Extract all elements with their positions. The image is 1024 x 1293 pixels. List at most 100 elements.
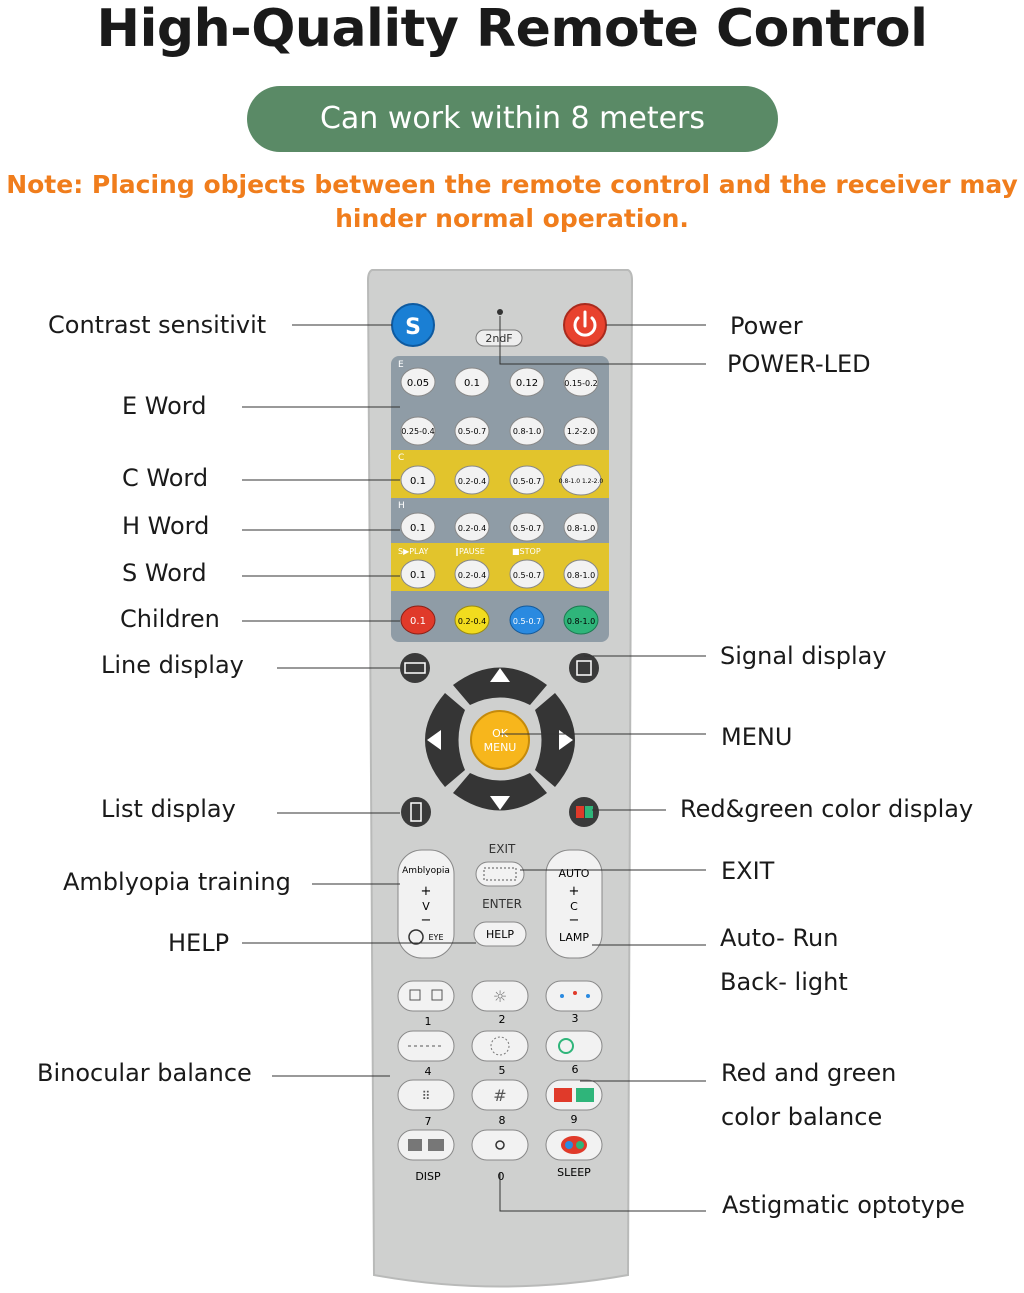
sun-icon: ☼ — [493, 987, 507, 1006]
callout-line-display: Line display — [101, 651, 244, 679]
h-key[interactable] — [454, 512, 490, 542]
e-key[interactable] — [509, 416, 545, 446]
s-key[interactable] — [400, 559, 436, 589]
c-word-row: 0.1 0.2-0.4 0.5-0.7 0.8-1.0 1.2-2.0 — [400, 464, 604, 496]
ok-menu-button[interactable] — [470, 710, 530, 770]
signal-display-icon — [576, 660, 592, 676]
e-word-row-1: 0.05 0.1 0.12 0.15-0.2 — [400, 367, 599, 397]
svg-text:0.2-0.4: 0.2-0.4 — [458, 571, 486, 580]
s-key[interactable] — [509, 559, 545, 589]
svg-text:0.1: 0.1 — [464, 378, 480, 389]
callout-contrast-sensitivity: Contrast sensitivit — [48, 311, 267, 339]
h-key[interactable] — [509, 512, 545, 542]
svg-text:MENU: MENU — [484, 741, 517, 754]
note-text: Note: Placing objects between the remote… — [6, 170, 1018, 233]
number-key-2[interactable] — [471, 980, 529, 1012]
exit-button[interactable] — [475, 861, 525, 887]
children-key-green[interactable] — [563, 605, 599, 635]
svg-text:Amblyopia: Amblyopia — [402, 866, 450, 876]
svg-text:0.8-1.0 1.2-2.0: 0.8-1.0 1.2-2.0 — [559, 478, 604, 485]
h-key[interactable] — [400, 512, 436, 542]
c-key[interactable] — [454, 465, 490, 495]
children-key-blue[interactable] — [509, 605, 545, 635]
arrow-left-icon — [427, 730, 441, 750]
svg-text:3: 3 — [572, 1012, 579, 1025]
arrow-up-icon — [490, 668, 510, 682]
svg-text:0.5-0.7: 0.5-0.7 — [513, 571, 541, 580]
svg-text:8: 8 — [499, 1114, 506, 1127]
callout-children: Children — [120, 605, 220, 633]
e-key[interactable] — [509, 367, 545, 397]
e-key[interactable] — [563, 416, 599, 446]
svg-text:4: 4 — [425, 1065, 432, 1078]
dpad-up[interactable] — [453, 667, 547, 706]
svg-text:EYE: EYE — [429, 933, 444, 942]
disp-key[interactable] — [397, 1129, 455, 1161]
e-key[interactable] — [454, 416, 490, 446]
svg-text:0.5-0.7: 0.5-0.7 — [513, 617, 541, 626]
callout-e-word: E Word — [122, 392, 207, 420]
circle-icon — [495, 1140, 505, 1150]
h-key[interactable] — [563, 512, 599, 542]
callout-red-green-balance-1: Red and green — [721, 1059, 897, 1087]
callout-red-green-balance-2: color balance — [721, 1103, 883, 1131]
exit-icon — [483, 867, 517, 881]
svg-text:1.2-2.0: 1.2-2.0 — [567, 427, 595, 436]
dots-icon — [490, 1036, 510, 1056]
children-row: 0.1 0.2-0.4 0.5-0.7 0.8-1.0 — [400, 605, 599, 635]
svg-text:−: − — [569, 913, 580, 928]
s-button-label: S — [405, 315, 421, 340]
c-key[interactable] — [560, 464, 602, 496]
page-title: High-Quality Remote Control — [96, 0, 928, 59]
red-panel-icon — [554, 1088, 572, 1102]
help-button[interactable] — [473, 921, 527, 947]
number-key-5[interactable] — [471, 1030, 529, 1062]
svg-text:0.1: 0.1 — [410, 570, 426, 581]
dpad-right[interactable] — [535, 693, 575, 787]
c-key[interactable] — [400, 465, 436, 495]
svg-text:0: 0 — [498, 1170, 505, 1183]
list-display-button[interactable] — [401, 797, 431, 827]
auto-lamp-rocker[interactable] — [545, 849, 603, 959]
s-key[interactable] — [563, 559, 599, 589]
c-key[interactable] — [509, 465, 545, 495]
svg-text:2ndF: 2ndF — [485, 332, 512, 345]
sleep-icon — [561, 1136, 587, 1154]
callout-back-light: Back- light — [720, 968, 848, 996]
children-key-red[interactable] — [400, 605, 436, 635]
arrow-down-icon — [490, 796, 510, 810]
dpad-down[interactable] — [453, 773, 547, 811]
dpad-left[interactable] — [425, 693, 465, 787]
s-key[interactable] — [454, 559, 490, 589]
number-key-0[interactable] — [471, 1129, 529, 1161]
callout-power-led: POWER-LED — [727, 350, 871, 378]
number-key-7[interactable] — [397, 1079, 455, 1111]
e-key[interactable] — [400, 367, 436, 397]
e-key[interactable] — [563, 367, 599, 397]
signal-display-button[interactable] — [569, 653, 599, 683]
callout-s-word: S Word — [122, 559, 207, 587]
svg-text:LAMP: LAMP — [559, 931, 589, 944]
number-key-9[interactable] — [545, 1079, 603, 1111]
green-panel-icon — [576, 1088, 594, 1102]
power-icon — [573, 310, 597, 337]
svg-text:V: V — [422, 900, 430, 913]
callout-binocular-balance: Binocular balance — [37, 1059, 252, 1087]
svg-text:0.8-1.0: 0.8-1.0 — [567, 617, 595, 626]
line-display-button[interactable] — [400, 653, 430, 683]
number-key-3[interactable] — [545, 980, 603, 1012]
e-key[interactable] — [400, 416, 436, 446]
svg-text:0.12: 0.12 — [516, 378, 538, 389]
svg-text:0.8-1.0: 0.8-1.0 — [567, 571, 595, 580]
second-function-button[interactable] — [475, 329, 523, 347]
svg-text:C: C — [398, 453, 404, 463]
number-key-8[interactable] — [471, 1079, 529, 1111]
e-key[interactable] — [454, 367, 490, 397]
svg-text:+: + — [421, 884, 432, 899]
number-key-1[interactable] — [397, 980, 455, 1012]
svg-text:H: H — [398, 501, 405, 511]
children-key-yellow[interactable] — [454, 605, 490, 635]
disp-icon — [408, 1139, 422, 1151]
callout-power: Power — [730, 312, 803, 340]
